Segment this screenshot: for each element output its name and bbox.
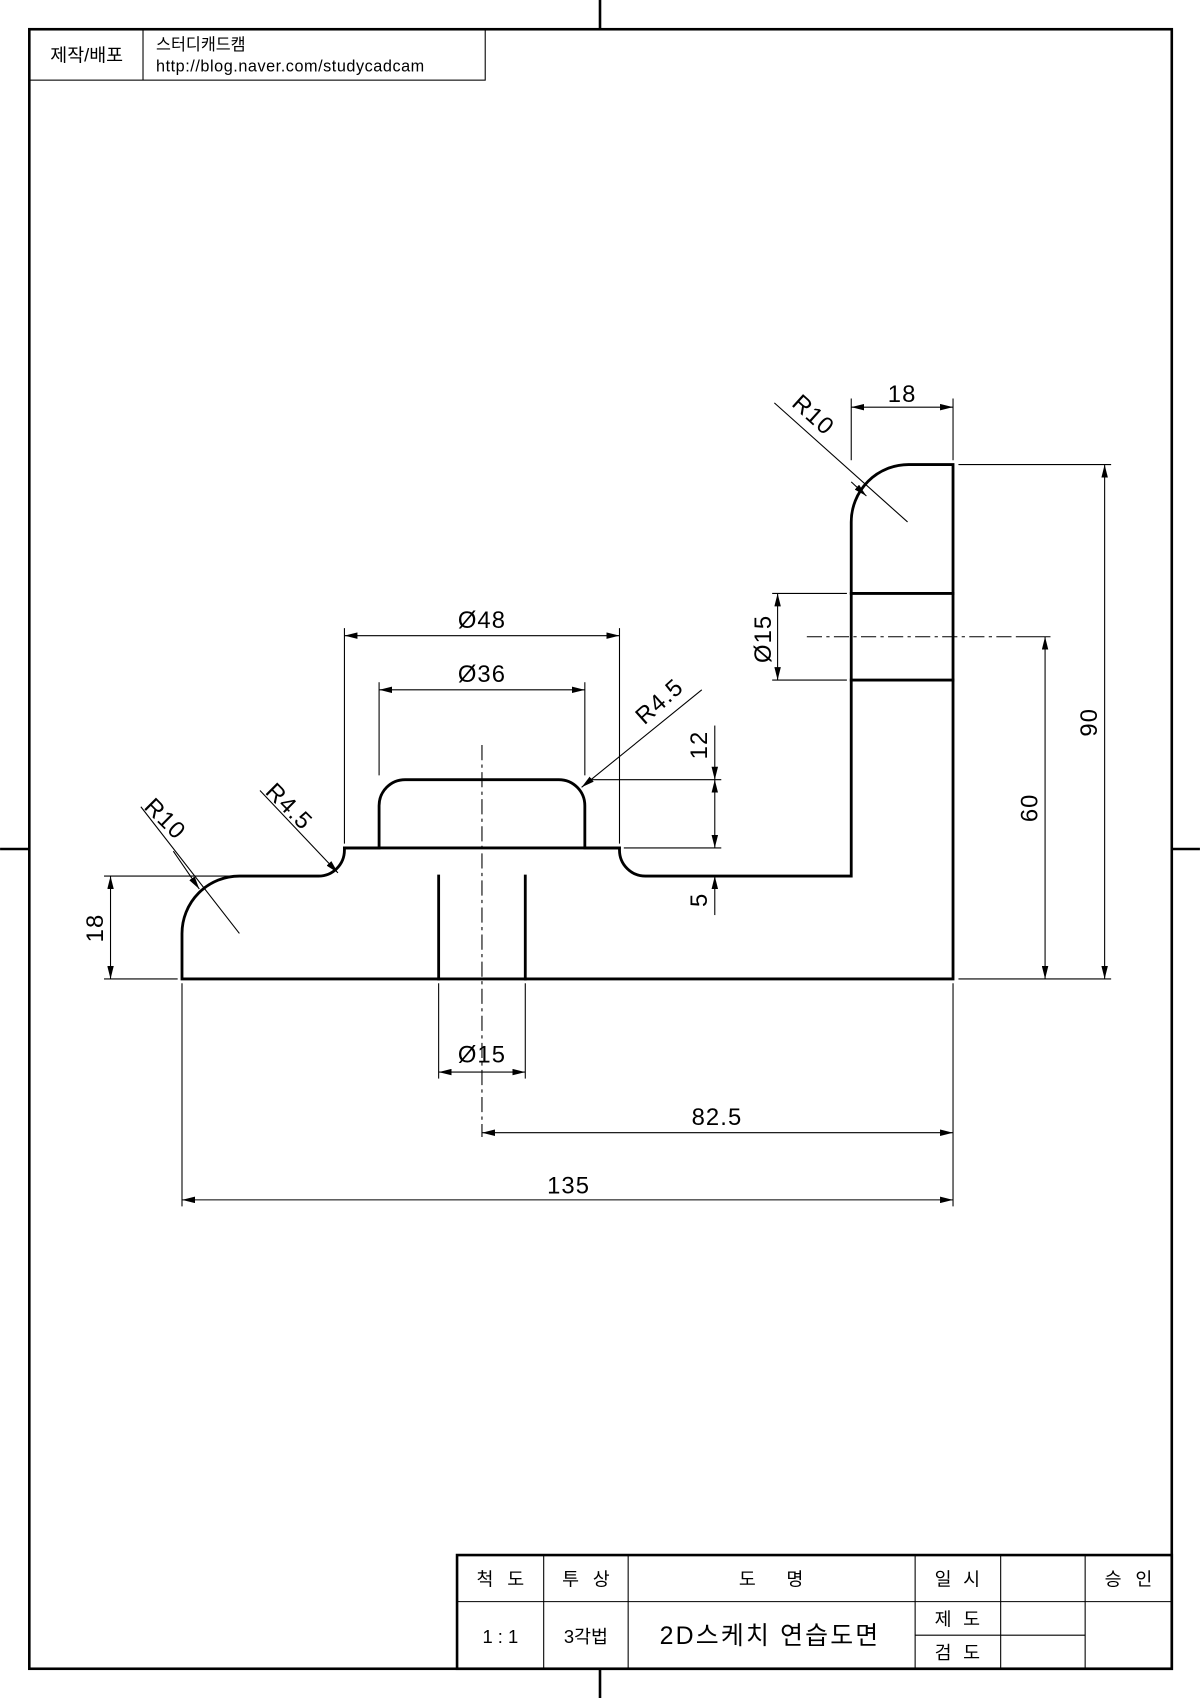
title-block: 척 도 투 상 도 명 일 시 승 인 1 : 1 3각법 2D스케치 연습도면… <box>455 1553 1174 1671</box>
publisher-url[interactable]: http://blog.naver.com/studycadcam <box>156 57 425 75</box>
approval-label: 승 인 <box>1105 1568 1153 1589</box>
dim-hole-bottom: Ø15 <box>458 1041 506 1068</box>
projection-value: 3각법 <box>564 1626 608 1647</box>
projection-label: 투 상 <box>562 1568 610 1589</box>
publisher-label: 제작/배포 <box>50 45 123 66</box>
publisher-box: 제작/배포 스터디캐드캠 http://blog.naver.com/study… <box>28 28 486 81</box>
scale-value: 1 : 1 <box>482 1626 518 1647</box>
dim-hole-height: 60 <box>1016 794 1043 823</box>
dim-fillet-left: R4.5 <box>260 778 318 836</box>
dim-boss-diameter: Ø36 <box>458 661 506 688</box>
part-internal-lines <box>343 592 955 981</box>
dim-length-total: 135 <box>547 1172 590 1199</box>
dim-step-height: 5 <box>686 893 713 907</box>
dim-boss-height: 12 <box>686 731 713 760</box>
checked-label: 검 도 <box>935 1642 980 1663</box>
dimension-lines <box>107 402 1108 1204</box>
drafted-label: 제 도 <box>935 1608 980 1629</box>
dim-height-total: 90 <box>1076 708 1103 737</box>
dim-top-radius: R10 <box>787 389 840 440</box>
scale-label: 척 도 <box>477 1568 525 1589</box>
part-outline <box>180 463 955 981</box>
drawing-name: 2D스케치 연습도면 <box>660 1622 881 1650</box>
dim-hole-side: Ø15 <box>750 615 777 663</box>
dim-top-width: 18 <box>888 381 917 408</box>
publisher-name: 스터디캐드캠 <box>156 36 246 54</box>
center-lines <box>481 636 1019 1138</box>
name-label: 도 명 <box>739 1568 803 1589</box>
date-label: 일 시 <box>935 1568 980 1589</box>
dim-center-offset: 82.5 <box>692 1104 743 1131</box>
dim-outer-diameter: Ø48 <box>458 607 506 634</box>
dim-base-height: 18 <box>82 914 109 943</box>
dimension-texts: 18 R10 Ø15 90 60 Ø48 Ø36 R4.5 12 5 R4.5 … <box>82 381 1103 1200</box>
dim-base-radius: R10 <box>139 793 191 845</box>
dim-fillet-right: R4.5 <box>630 673 689 730</box>
extension-lines <box>104 398 1112 1207</box>
